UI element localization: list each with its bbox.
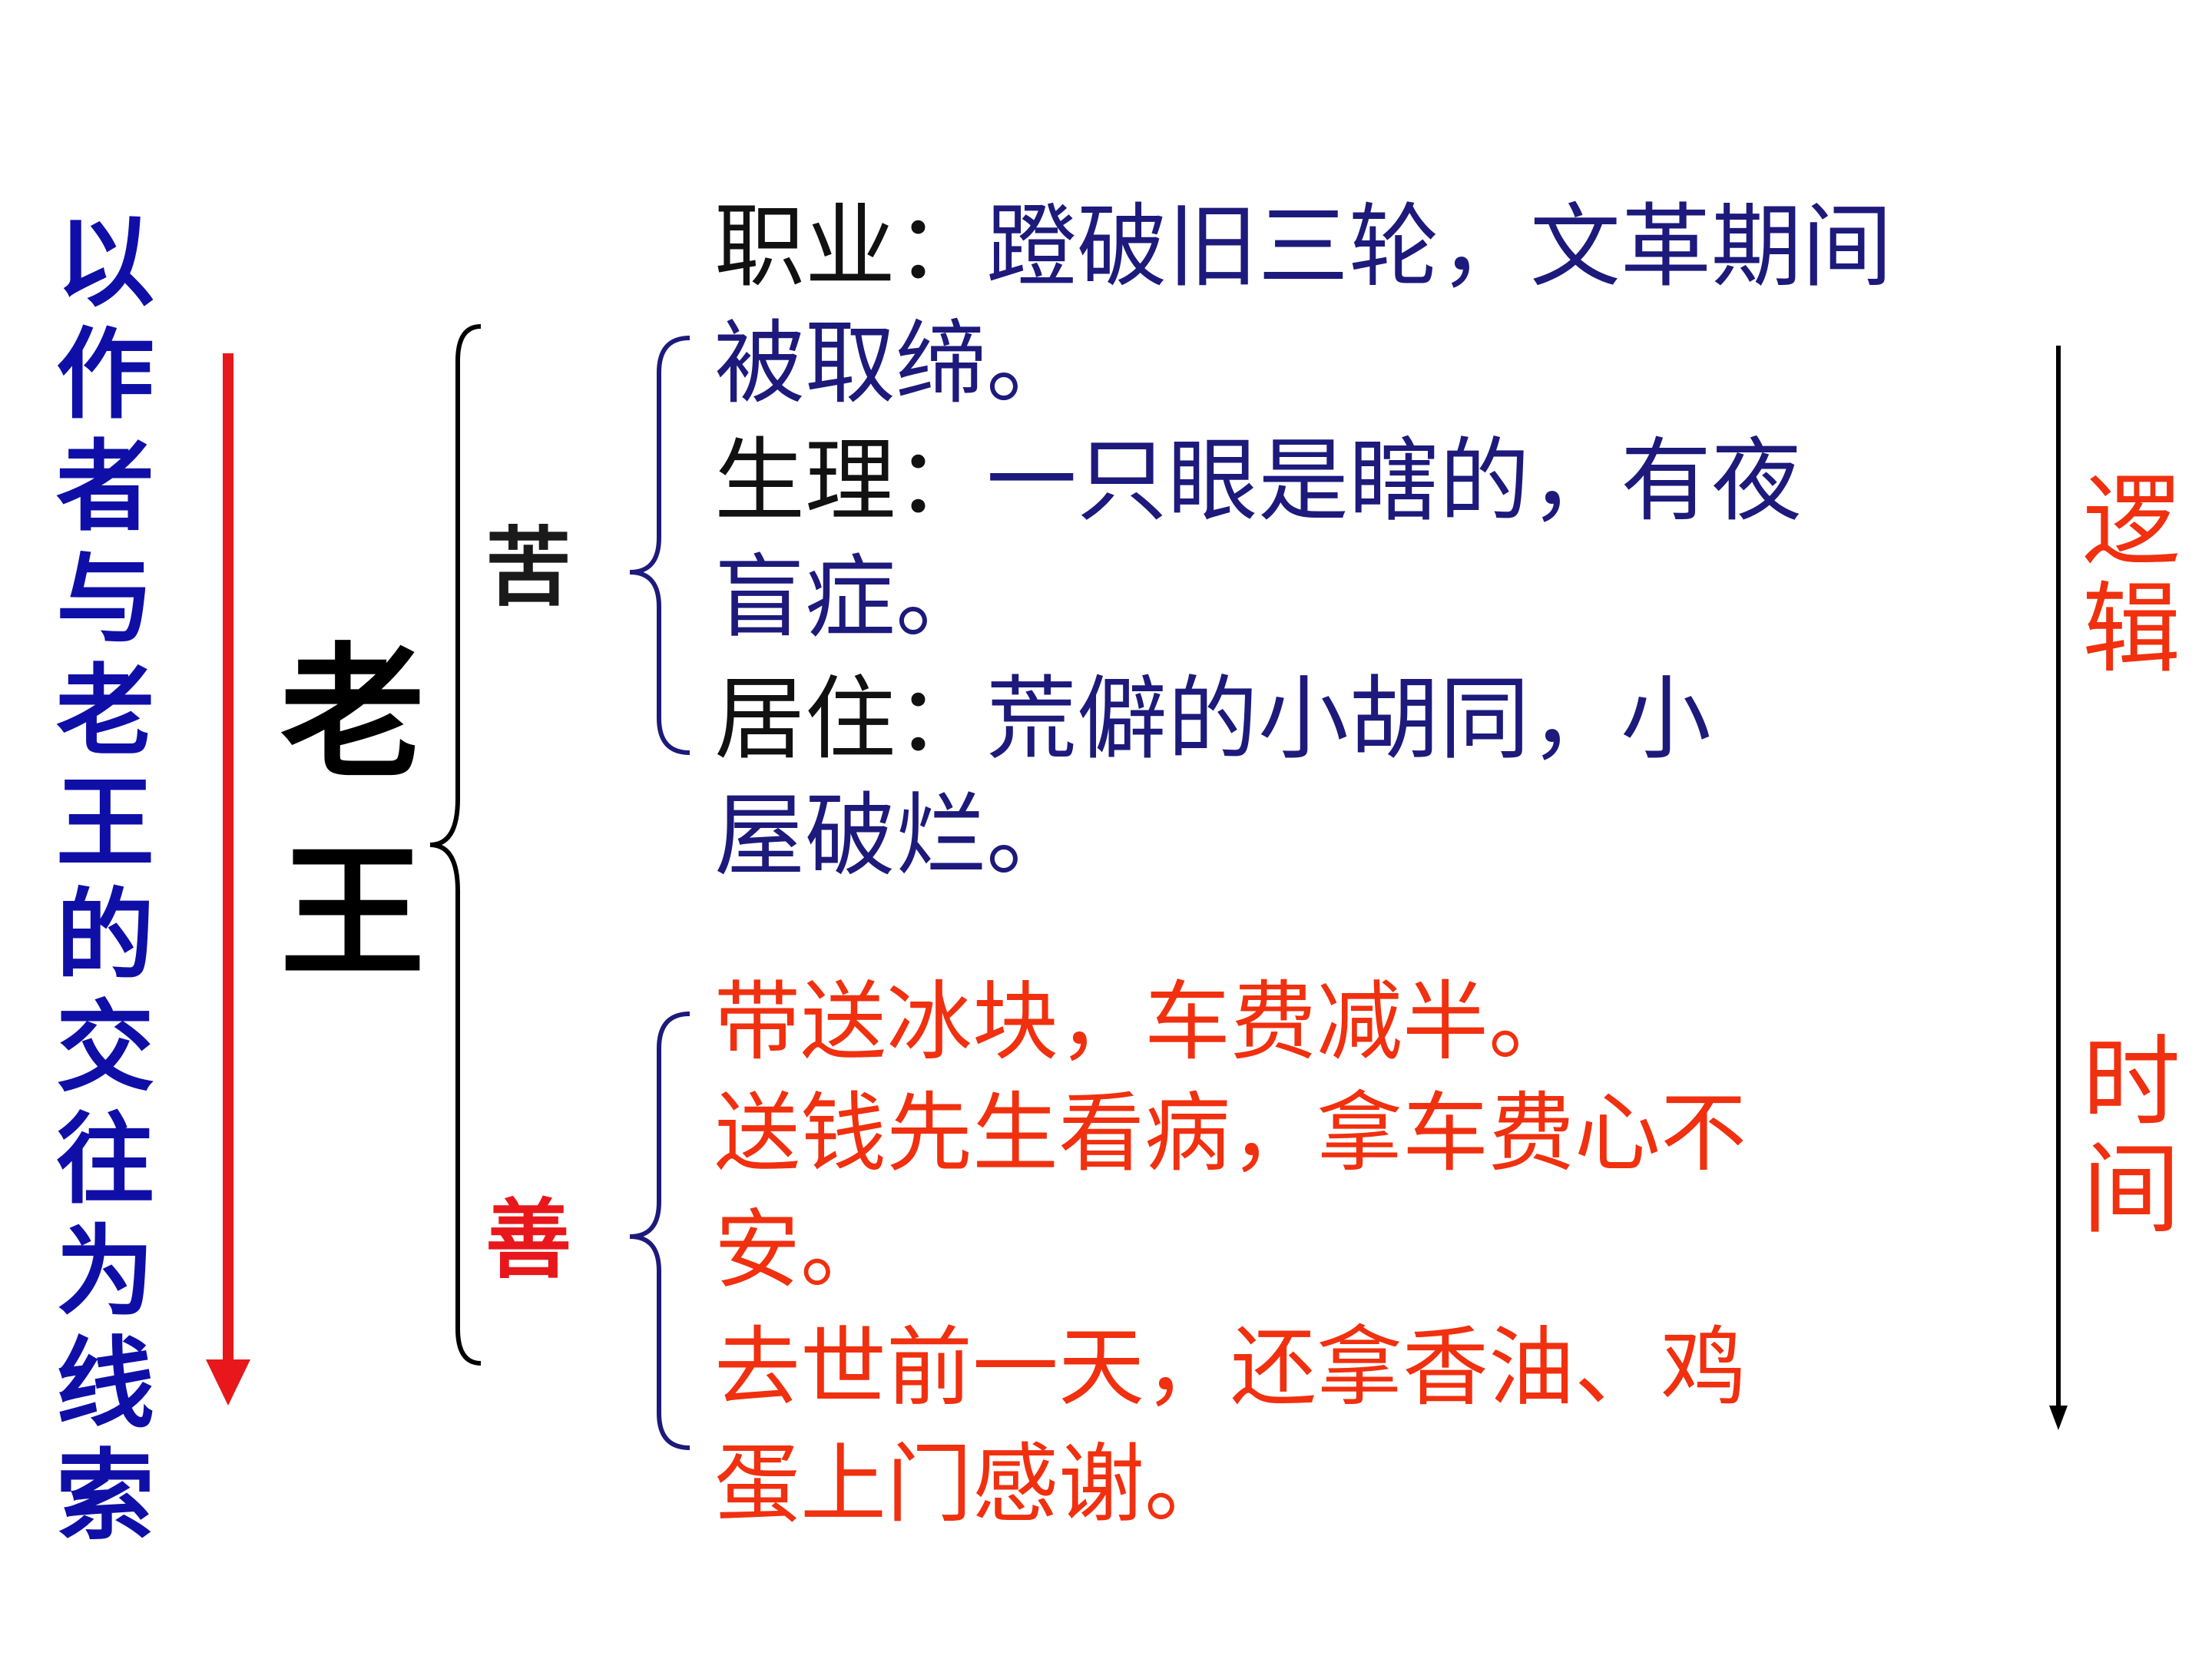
good-deed-thanks: 去世前一天，还拿香油、鸡 蛋上门感谢。 <box>714 1310 1747 1543</box>
left-clue-char: 作 <box>55 318 154 432</box>
detail-prefix: 居住： <box>714 666 987 772</box>
good-deed-line: 带送冰块，车费减半。 <box>714 972 1575 1072</box>
detail-prefix: 职业： <box>714 194 987 300</box>
left-clue-char: 与 <box>55 542 154 657</box>
left-clue-char: 往 <box>55 1103 154 1217</box>
detail-line: 盲症。 <box>714 545 987 651</box>
left-clue-char: 者 <box>55 430 154 545</box>
detail-prefix: 生理： <box>714 428 987 534</box>
left-clue-char: 的 <box>55 879 154 993</box>
right-label-char: 辑 <box>2081 572 2181 687</box>
left-clue-char: 索 <box>55 1439 154 1554</box>
good-deed-line: 送钱先生看病，拿车费心不 <box>714 1084 1747 1184</box>
left-arrow-head <box>206 1359 250 1406</box>
good-deed-ice: 带送冰块，车费减半。 <box>714 964 1575 1081</box>
right-label-char: 逻 <box>2081 465 2181 579</box>
left-clue-char: 王 <box>55 767 154 881</box>
right-label-char: 间 <box>2081 1133 2181 1247</box>
right-label-logic: 逻 辑 <box>2074 469 2189 684</box>
shan-brace <box>629 1012 690 1450</box>
good-deed-money: 送钱先生看病，拿车费心不 安。 <box>714 1075 1747 1309</box>
category-shan-label: 善 <box>485 1190 571 1290</box>
main-brace <box>429 324 482 1366</box>
right-arrow-head <box>2049 1406 2068 1430</box>
left-clue-char: 老 <box>55 654 154 769</box>
detail-line: 蹬破旧三轮，文革期间 <box>986 194 1893 300</box>
left-clue-char: 交 <box>55 991 154 1105</box>
right-label-time: 时 间 <box>2074 1029 2189 1244</box>
detail-physiology: 生理：一只眼是瞎的，有夜 盲症。 <box>714 422 1802 656</box>
category-ku-label: 苦 <box>485 518 571 618</box>
right-label-char: 时 <box>2081 1025 2181 1140</box>
left-clue-char: 以 <box>55 206 154 320</box>
title-char: 老 <box>280 630 425 798</box>
good-deed-line: 蛋上门感谢。 <box>714 1435 1230 1535</box>
detail-line: 屋破烂。 <box>714 783 1078 889</box>
ku-brace <box>629 336 690 755</box>
detail-line: 荒僻的小胡同，小 <box>986 666 1712 772</box>
title-char: 王 <box>280 830 425 998</box>
left-clue-text: 以 作 者 与 老 王 的 交 往 为 线 索 <box>48 207 163 1553</box>
good-deed-line: 去世前一天，还拿香油、鸡 <box>714 1318 1747 1418</box>
detail-line: 被取缔。 <box>714 310 1078 416</box>
left-clue-char: 为 <box>55 1215 154 1330</box>
detail-residence: 居住：荒僻的小胡同，小 屋破烂。 <box>714 661 1711 894</box>
detail-line: 一只眼是瞎的，有夜 <box>986 428 1803 534</box>
left-clue-char: 线 <box>55 1327 154 1442</box>
detail-occupation: 职业：蹬破旧三轮，文革期间 被取缔。 <box>714 188 1892 422</box>
good-deed-line: 安。 <box>714 1200 886 1300</box>
